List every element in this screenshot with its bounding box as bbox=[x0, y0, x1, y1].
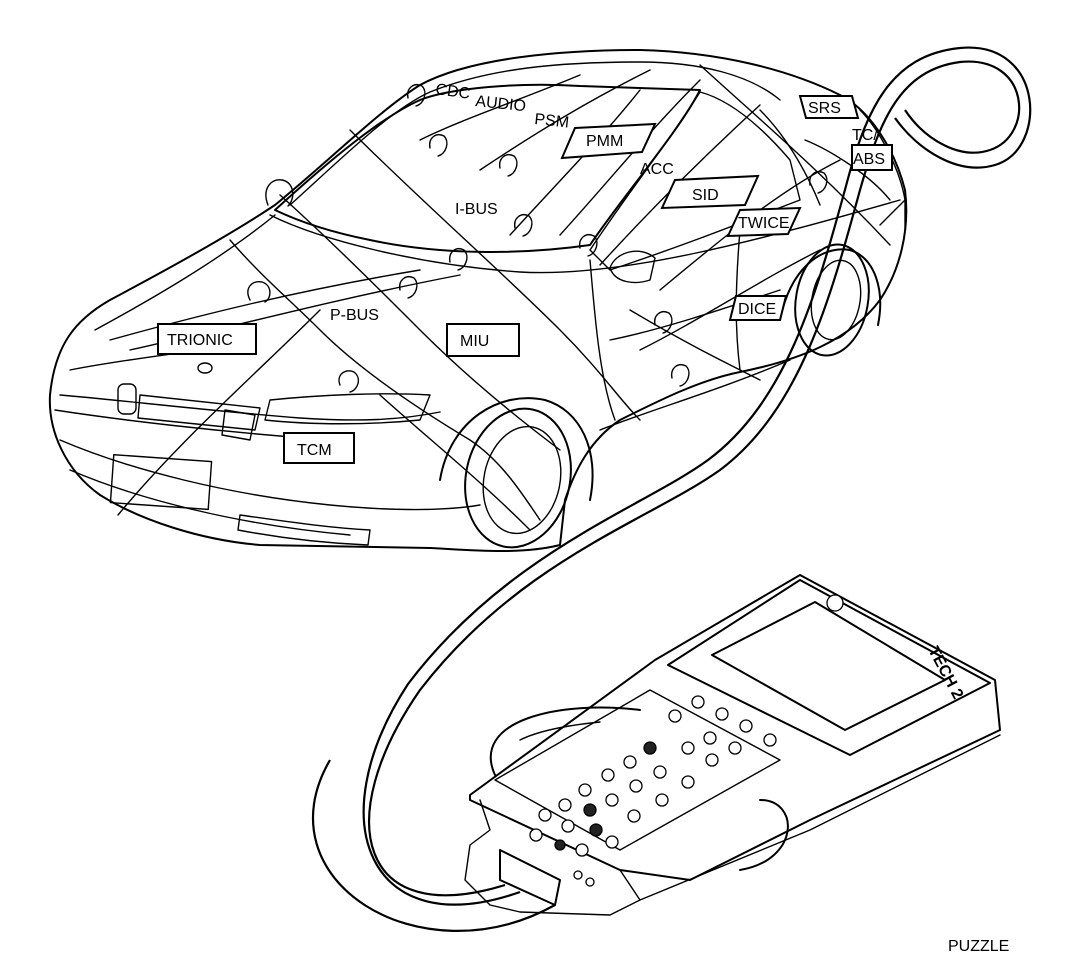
label-tcm: TCM bbox=[297, 442, 332, 459]
label-trionic-box: TRIONIC bbox=[157, 323, 257, 355]
label-acc: ACC bbox=[640, 161, 674, 178]
module-labels: CDC AUDIO PSM PMM ACC SRS TC/ ABS SID TW… bbox=[157, 81, 893, 464]
label-dice-box: DICE bbox=[728, 295, 788, 321]
label-srs-box: SRS bbox=[798, 95, 860, 119]
figure-caption: PUZZLE bbox=[948, 938, 1009, 955]
label-ibus: I-BUS bbox=[455, 201, 498, 218]
label-pmm-box: PMM bbox=[560, 122, 657, 160]
label-psm: PSM bbox=[534, 111, 570, 132]
label-sid-box: SID bbox=[660, 174, 760, 210]
label-cdc: CDC bbox=[434, 81, 471, 103]
label-twice-box: TWICE bbox=[726, 206, 802, 238]
label-tcabs-line2: ABS bbox=[853, 151, 885, 168]
label-dice: DICE bbox=[738, 301, 776, 318]
diagnostic-tool: TECH 2 bbox=[464, 574, 1001, 916]
car-body bbox=[48, 49, 908, 552]
label-srs: SRS bbox=[808, 100, 841, 117]
diagnostic-cable bbox=[311, 46, 1032, 932]
label-sid: SID bbox=[692, 187, 719, 204]
label-tcabs-line1: TC/ bbox=[852, 127, 878, 144]
label-tcm-box: TCM bbox=[283, 432, 355, 464]
label-miu: MIU bbox=[460, 333, 489, 350]
label-trionic: TRIONIC bbox=[167, 332, 233, 349]
label-twice: TWICE bbox=[738, 215, 790, 232]
label-tcabs-box: TC/ ABS bbox=[851, 127, 893, 171]
label-pbus: P-BUS bbox=[330, 307, 379, 324]
label-pmm: PMM bbox=[586, 133, 623, 150]
label-miu-box: MIU bbox=[446, 323, 520, 357]
label-audio: AUDIO bbox=[475, 93, 527, 115]
